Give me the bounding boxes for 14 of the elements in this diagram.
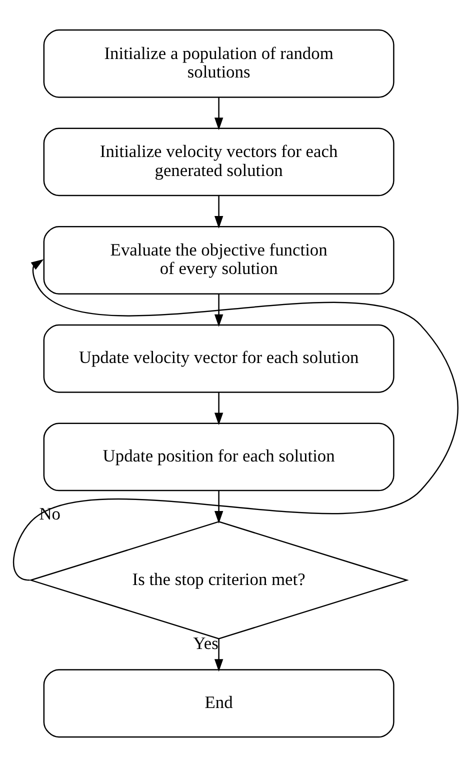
arrow <box>214 638 224 672</box>
node-box: Initialize velocity vectors for each generated solution <box>43 128 394 196</box>
node-box: Evaluate the objective function of every solution <box>43 226 394 294</box>
arrow <box>214 490 224 524</box>
node-box: End <box>43 669 394 738</box>
node-box: Update position for each solution <box>43 422 394 492</box>
arrow <box>13 259 458 581</box>
edge-label: No <box>39 503 61 524</box>
node-box: Initialize a population of random solutions <box>43 29 394 98</box>
node-box: Update velocity vector for each solution <box>43 324 394 393</box>
arrow <box>214 294 224 327</box>
arrow <box>214 392 224 426</box>
arrow <box>214 97 224 130</box>
arrow <box>214 196 224 228</box>
